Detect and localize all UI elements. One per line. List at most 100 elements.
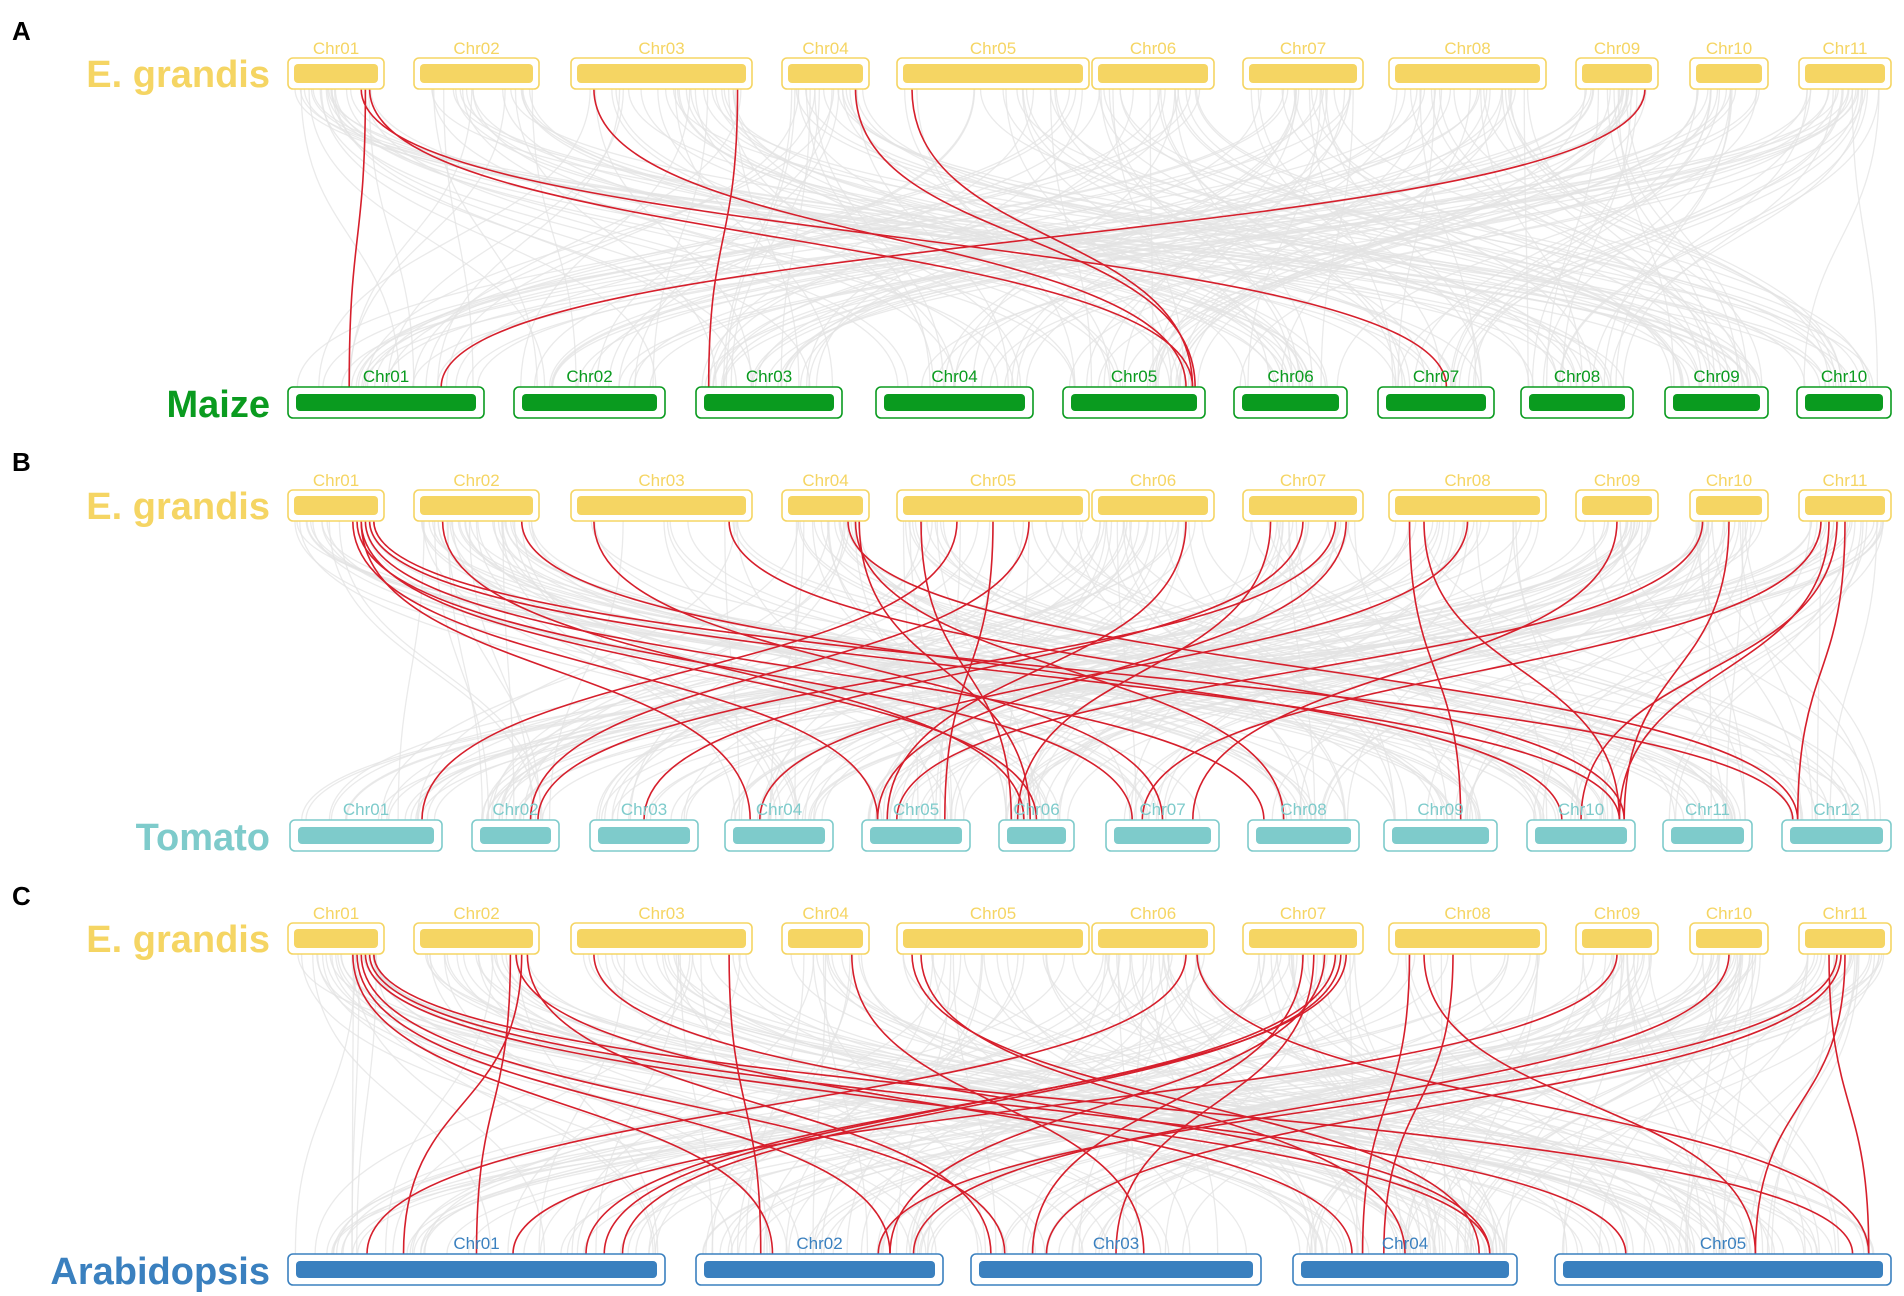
background-link (878, 953, 1809, 1255)
background-link (604, 953, 1139, 1255)
background-link (331, 953, 927, 1255)
chromosome-bar (522, 394, 657, 411)
background-link (505, 520, 1064, 821)
egrandis-chromosome: Chr02 (413, 904, 540, 955)
background-link (1648, 953, 1837, 1255)
chromosome-bar (294, 64, 378, 83)
background-link (604, 520, 1128, 821)
background-link (1295, 520, 1448, 821)
egrandis-chromosome: Chr03 (570, 904, 753, 955)
syntenic-link (593, 953, 1491, 1255)
syntenic-link (475, 953, 512, 1255)
background-link (1194, 88, 1835, 388)
background-link (700, 953, 768, 1255)
background-link (702, 88, 1535, 388)
background-link (826, 953, 1493, 1255)
background-link (1288, 520, 1395, 821)
tomato-chromosome: Chr02 (471, 800, 560, 852)
syntenic-link (728, 953, 762, 1255)
background-link (380, 520, 799, 821)
egrandis-chromosome: Chr09 (1575, 471, 1659, 522)
background-link (1470, 953, 1739, 1255)
chromosome-bar (979, 1261, 1253, 1278)
syntenic-link (847, 520, 1799, 821)
background-link (1150, 953, 1219, 1255)
background-link (649, 88, 1737, 388)
background-link (1179, 88, 1422, 388)
background-link (510, 88, 1852, 388)
background-link (1609, 88, 1864, 388)
background-link (1320, 88, 1594, 388)
chromosome-label: Chr03 (638, 471, 684, 490)
chromosome-label: Chr02 (566, 367, 612, 386)
background-link (424, 953, 1104, 1255)
background-link (1739, 520, 1813, 821)
egrandis-chromosome: Chr05 (896, 471, 1090, 522)
background-link (1166, 953, 1818, 1255)
background-link (727, 88, 935, 388)
syntenic-link (1045, 953, 1842, 1255)
background-link (1239, 88, 1712, 388)
chromosome-label: Chr08 (1444, 471, 1490, 490)
syntenic-link (854, 520, 1285, 821)
background-link (921, 88, 1850, 388)
background-link (732, 88, 1247, 388)
chromosome-bar (1673, 394, 1760, 411)
background-link (1851, 88, 1879, 388)
background-link (1430, 88, 1723, 388)
background-link (446, 520, 542, 821)
background-link (1336, 88, 1758, 388)
chromosome-label: Chr06 (1013, 800, 1059, 819)
background-link (1515, 520, 1580, 821)
background-link (1523, 88, 1529, 388)
background-link (595, 953, 680, 1255)
background-link (711, 88, 1826, 388)
background-link (672, 88, 1821, 388)
syntenic-link (1383, 953, 1454, 1255)
chromosome-label: Chr10 (1706, 904, 1752, 923)
chromosome-bar (1582, 64, 1652, 83)
background-link (628, 520, 923, 821)
background-link (1045, 953, 1424, 1255)
syntenic-link (529, 520, 1030, 821)
syntenic-link (441, 520, 1025, 821)
syntenic-link (366, 953, 1187, 1255)
background-link (413, 953, 1754, 1255)
egrandis-chromosome: Chr11 (1798, 471, 1892, 522)
background-link (468, 520, 533, 821)
background-link (433, 520, 490, 821)
background-link (1685, 953, 1719, 1255)
chromosome-bar (903, 496, 1083, 515)
background-link (493, 520, 1031, 821)
background-link (1429, 953, 1692, 1255)
background-link (582, 953, 1478, 1255)
chromosome-bar (1392, 827, 1489, 844)
background-link (1042, 520, 1444, 821)
background-link (1507, 88, 1842, 388)
background-link (903, 88, 1112, 388)
background-link (1016, 88, 1840, 388)
background-link (654, 953, 1121, 1255)
chromosome-label: Chr03 (638, 39, 684, 58)
maize-chromosome: Chr06 (1233, 367, 1348, 419)
background-link (954, 88, 1300, 388)
egrandis-chromosome: Chr09 (1575, 904, 1659, 955)
chromosome-bar (420, 929, 533, 948)
egrandis-chromosome: Chr07 (1242, 904, 1364, 955)
chromosome-label: Chr09 (1594, 39, 1640, 58)
background-link (1744, 520, 1882, 821)
chromosome-bar (1805, 496, 1885, 515)
background-link (1014, 520, 1710, 821)
syntenic-link (1754, 953, 1846, 1255)
background-link (734, 88, 800, 388)
maize-chromosome: Chr10 (1796, 367, 1892, 419)
background-link (926, 520, 1736, 821)
background-link (419, 953, 1291, 1255)
egrandis-chromosome: Chr03 (570, 471, 753, 522)
chromosome-label: Chr09 (1693, 367, 1739, 386)
background-link (694, 88, 1022, 388)
tomato-chromosome: Chr06 (998, 800, 1075, 852)
syntenic-link (402, 953, 523, 1255)
chromosome-bar (884, 394, 1025, 411)
syntenic-link (1192, 520, 1618, 821)
